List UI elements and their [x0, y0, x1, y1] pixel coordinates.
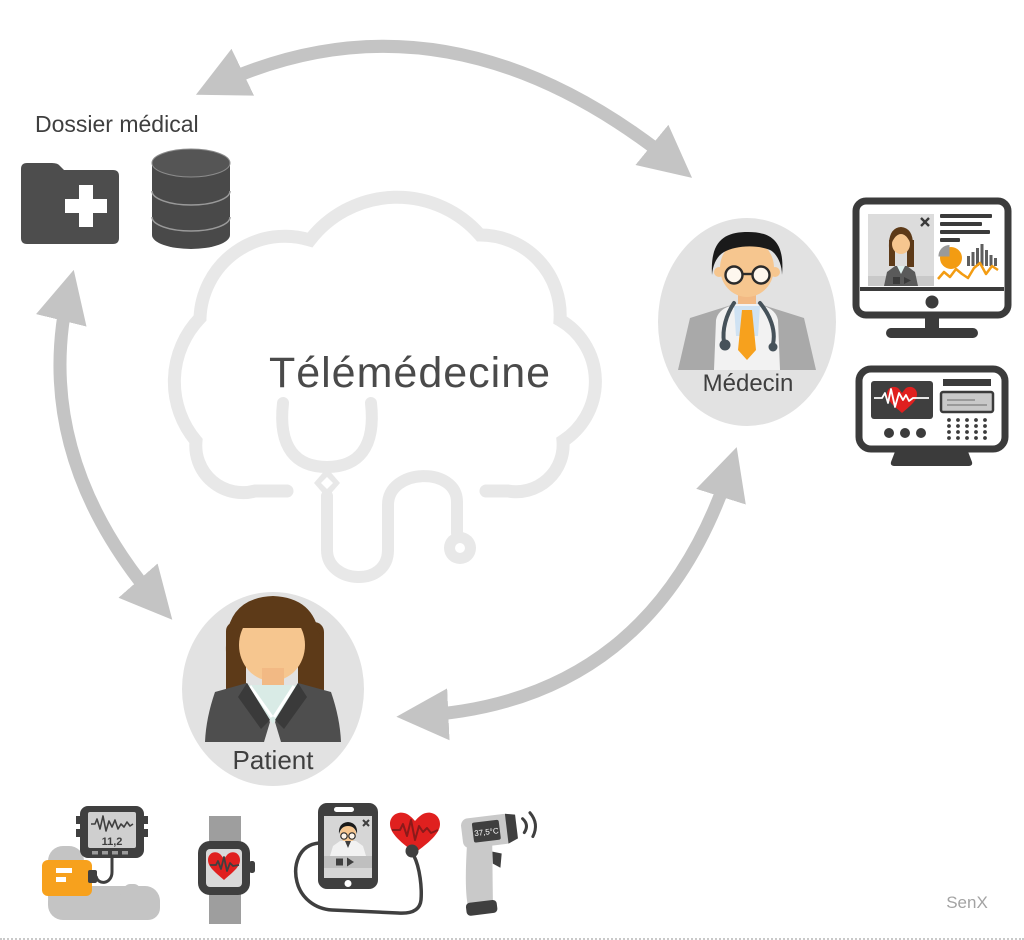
doctor-label: Médecin — [703, 370, 794, 397]
desktop-monitor-icon — [852, 197, 1012, 338]
arrow-record-doctor — [195, 39, 693, 178]
bp-reading: 11,2 — [102, 836, 123, 848]
patient-node: Patient — [182, 592, 364, 786]
watermark: SenX — [946, 893, 988, 912]
bp-device-icon: 11,2 — [42, 806, 160, 920]
dashboard-text-lines — [940, 214, 992, 242]
line-chart-icon — [937, 261, 999, 280]
cloud-icon — [167, 190, 602, 500]
patient-label: Patient — [233, 745, 315, 775]
doctor-avatar — [678, 232, 816, 370]
heart-pulse-icon — [208, 852, 240, 880]
ecg-monitor-icon — [855, 365, 1009, 466]
arrow-patient-doctor — [396, 447, 746, 741]
doctor-node: Médecin — [658, 218, 836, 426]
close-icon — [362, 819, 370, 827]
heart-pulse-icon — [390, 812, 440, 853]
thermometer-gun-icon: 37,5°C — [461, 811, 537, 916]
pie-chart-icon — [938, 245, 962, 269]
patient-avatar — [205, 596, 341, 742]
medical-record-label: Dossier médical — [35, 111, 199, 137]
arrow-record-patient — [36, 269, 173, 620]
smartphone-icon — [318, 803, 378, 889]
close-icon — [920, 217, 930, 227]
signal-waves-icon — [521, 811, 537, 839]
keypad-dots — [947, 418, 987, 440]
stethoscope-icon — [276, 397, 476, 583]
stethoscope-cable-icon — [294, 841, 423, 915]
smartwatch-icon — [198, 816, 255, 924]
glasses-icon — [724, 265, 771, 285]
bp-cuff-icon — [42, 860, 92, 896]
smartphone-teleconsultation — [294, 803, 440, 915]
video-call-patient — [868, 214, 934, 286]
cloud-title: Télémédecine — [269, 349, 551, 397]
database-icon — [151, 148, 231, 249]
thermometer-reading: 37,5°C — [474, 826, 500, 838]
bar-chart-icon — [967, 244, 997, 266]
video-call-doctor — [330, 822, 366, 856]
folder-plus-icon — [21, 163, 119, 244]
